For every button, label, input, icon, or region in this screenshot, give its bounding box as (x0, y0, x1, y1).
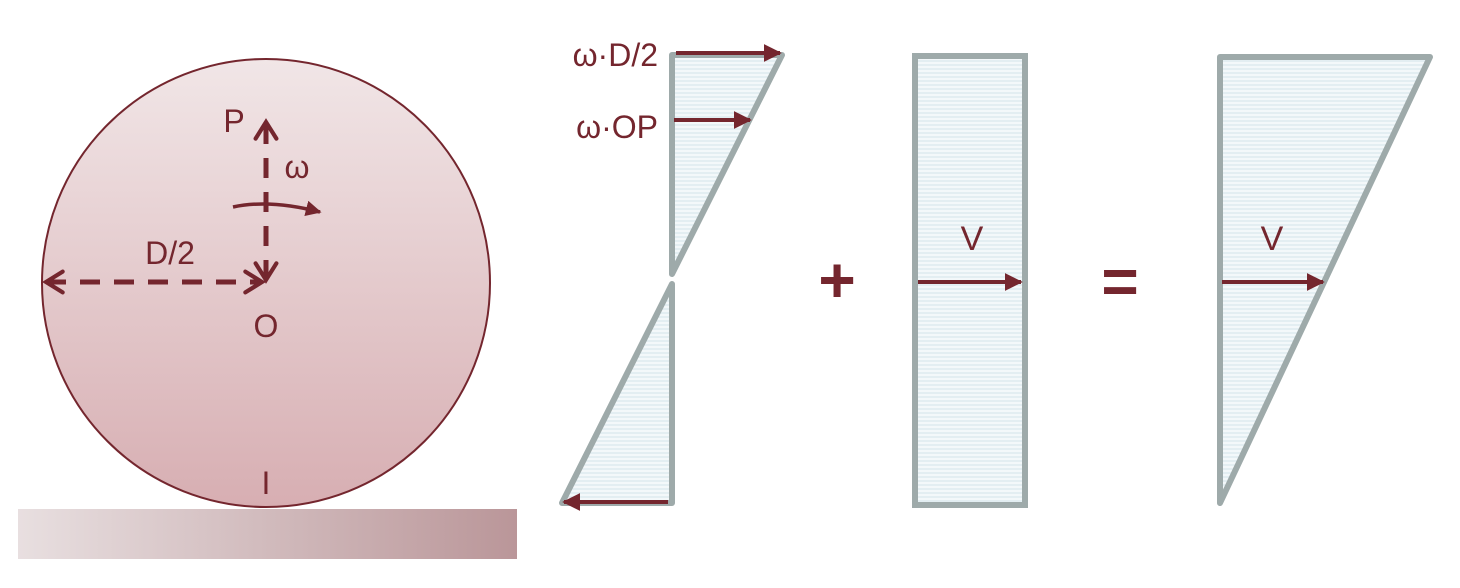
label-P: P (223, 103, 244, 139)
resulting-velocity-profile: V (1217, 54, 1433, 506)
label-I: I (262, 465, 271, 501)
equals-operator: = (1101, 245, 1138, 317)
lower-triangle (559, 281, 675, 506)
label-radius: D/2 (145, 235, 195, 271)
plus-operator: + (818, 244, 855, 316)
omega-rotation-arrow (232, 200, 322, 217)
label-O: O (254, 308, 279, 344)
upper-triangle (669, 52, 785, 277)
label-V: V (961, 220, 984, 258)
result-triangle (1217, 54, 1433, 506)
label-omega-OP: ω·OP (576, 109, 658, 145)
rotation-velocity-profile: ω·D/2 ω·OP (559, 37, 785, 511)
ground (18, 509, 517, 559)
label-omega-D2: ω·D/2 (573, 37, 658, 73)
translation-velocity-profile: V (912, 53, 1028, 508)
wheel: P ω D/2 O I (41, 58, 491, 508)
label-omega: ω (285, 149, 310, 185)
result-label-V: V (1261, 220, 1284, 258)
